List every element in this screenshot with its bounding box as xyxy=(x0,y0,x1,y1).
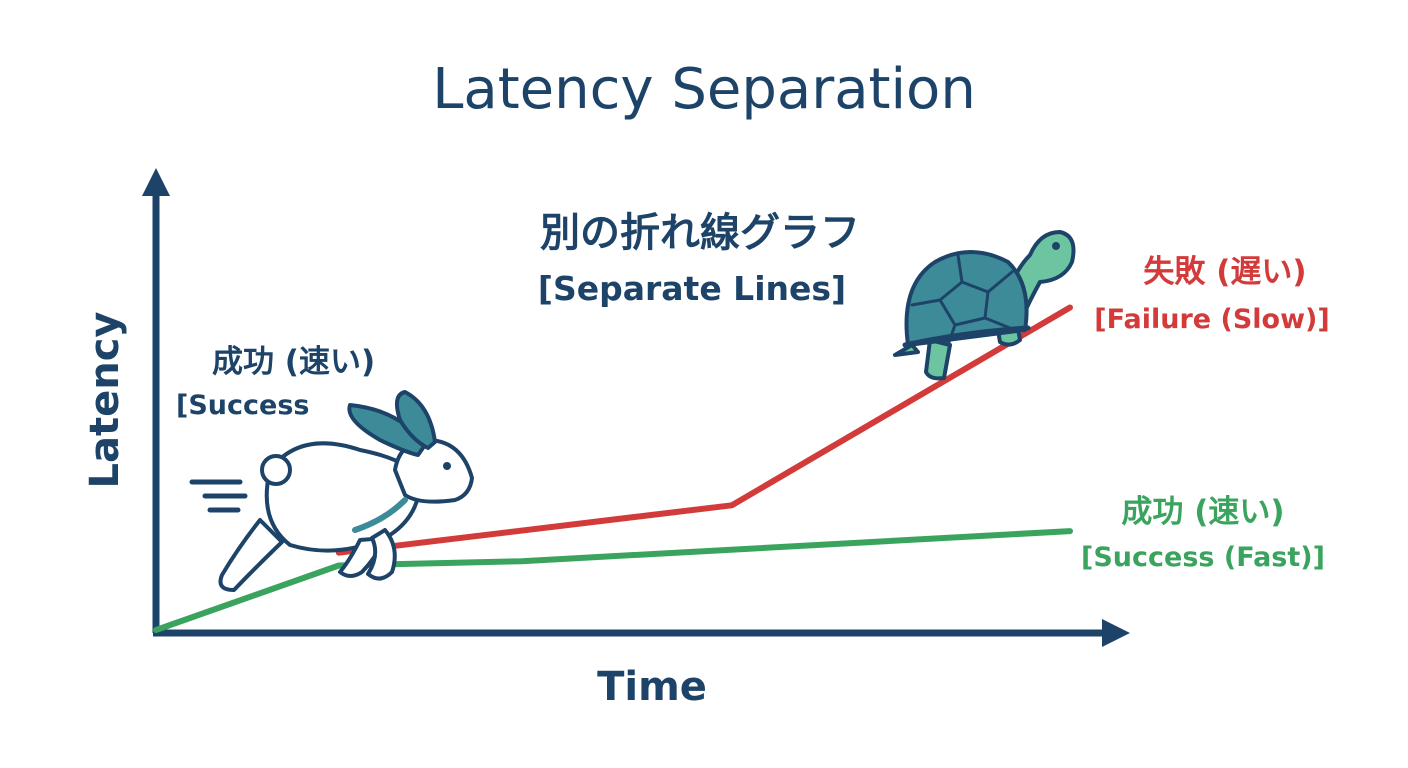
label-success-en: [Success (Fast)] xyxy=(1081,542,1325,573)
label-success-jp: 成功 (速い) xyxy=(1121,494,1284,530)
annotation-rabbit-jp: 成功 (速い) xyxy=(212,344,375,380)
series-line-success xyxy=(153,528,1073,633)
series-line-failure xyxy=(335,304,1073,556)
y-axis-arrow xyxy=(142,168,170,196)
x-axis-label: Time xyxy=(597,664,707,710)
chart-subtitle-en: [Separate Lines] xyxy=(538,269,846,308)
turtle-icon xyxy=(893,230,1076,381)
chart-subtitle-jp: 別の折れ線グラフ xyxy=(540,210,860,256)
label-failure-jp: 失敗 (遅い) xyxy=(1143,254,1306,290)
rabbit-icon xyxy=(189,390,474,592)
axes xyxy=(152,195,1105,637)
x-axis-arrow xyxy=(1102,619,1130,647)
y-axis-label: Latency xyxy=(82,312,128,489)
label-failure-en: [Failure (Slow)] xyxy=(1094,304,1329,335)
annotation-rabbit-en: [Success xyxy=(176,390,309,421)
chart-title: Latency Separation xyxy=(432,57,976,122)
